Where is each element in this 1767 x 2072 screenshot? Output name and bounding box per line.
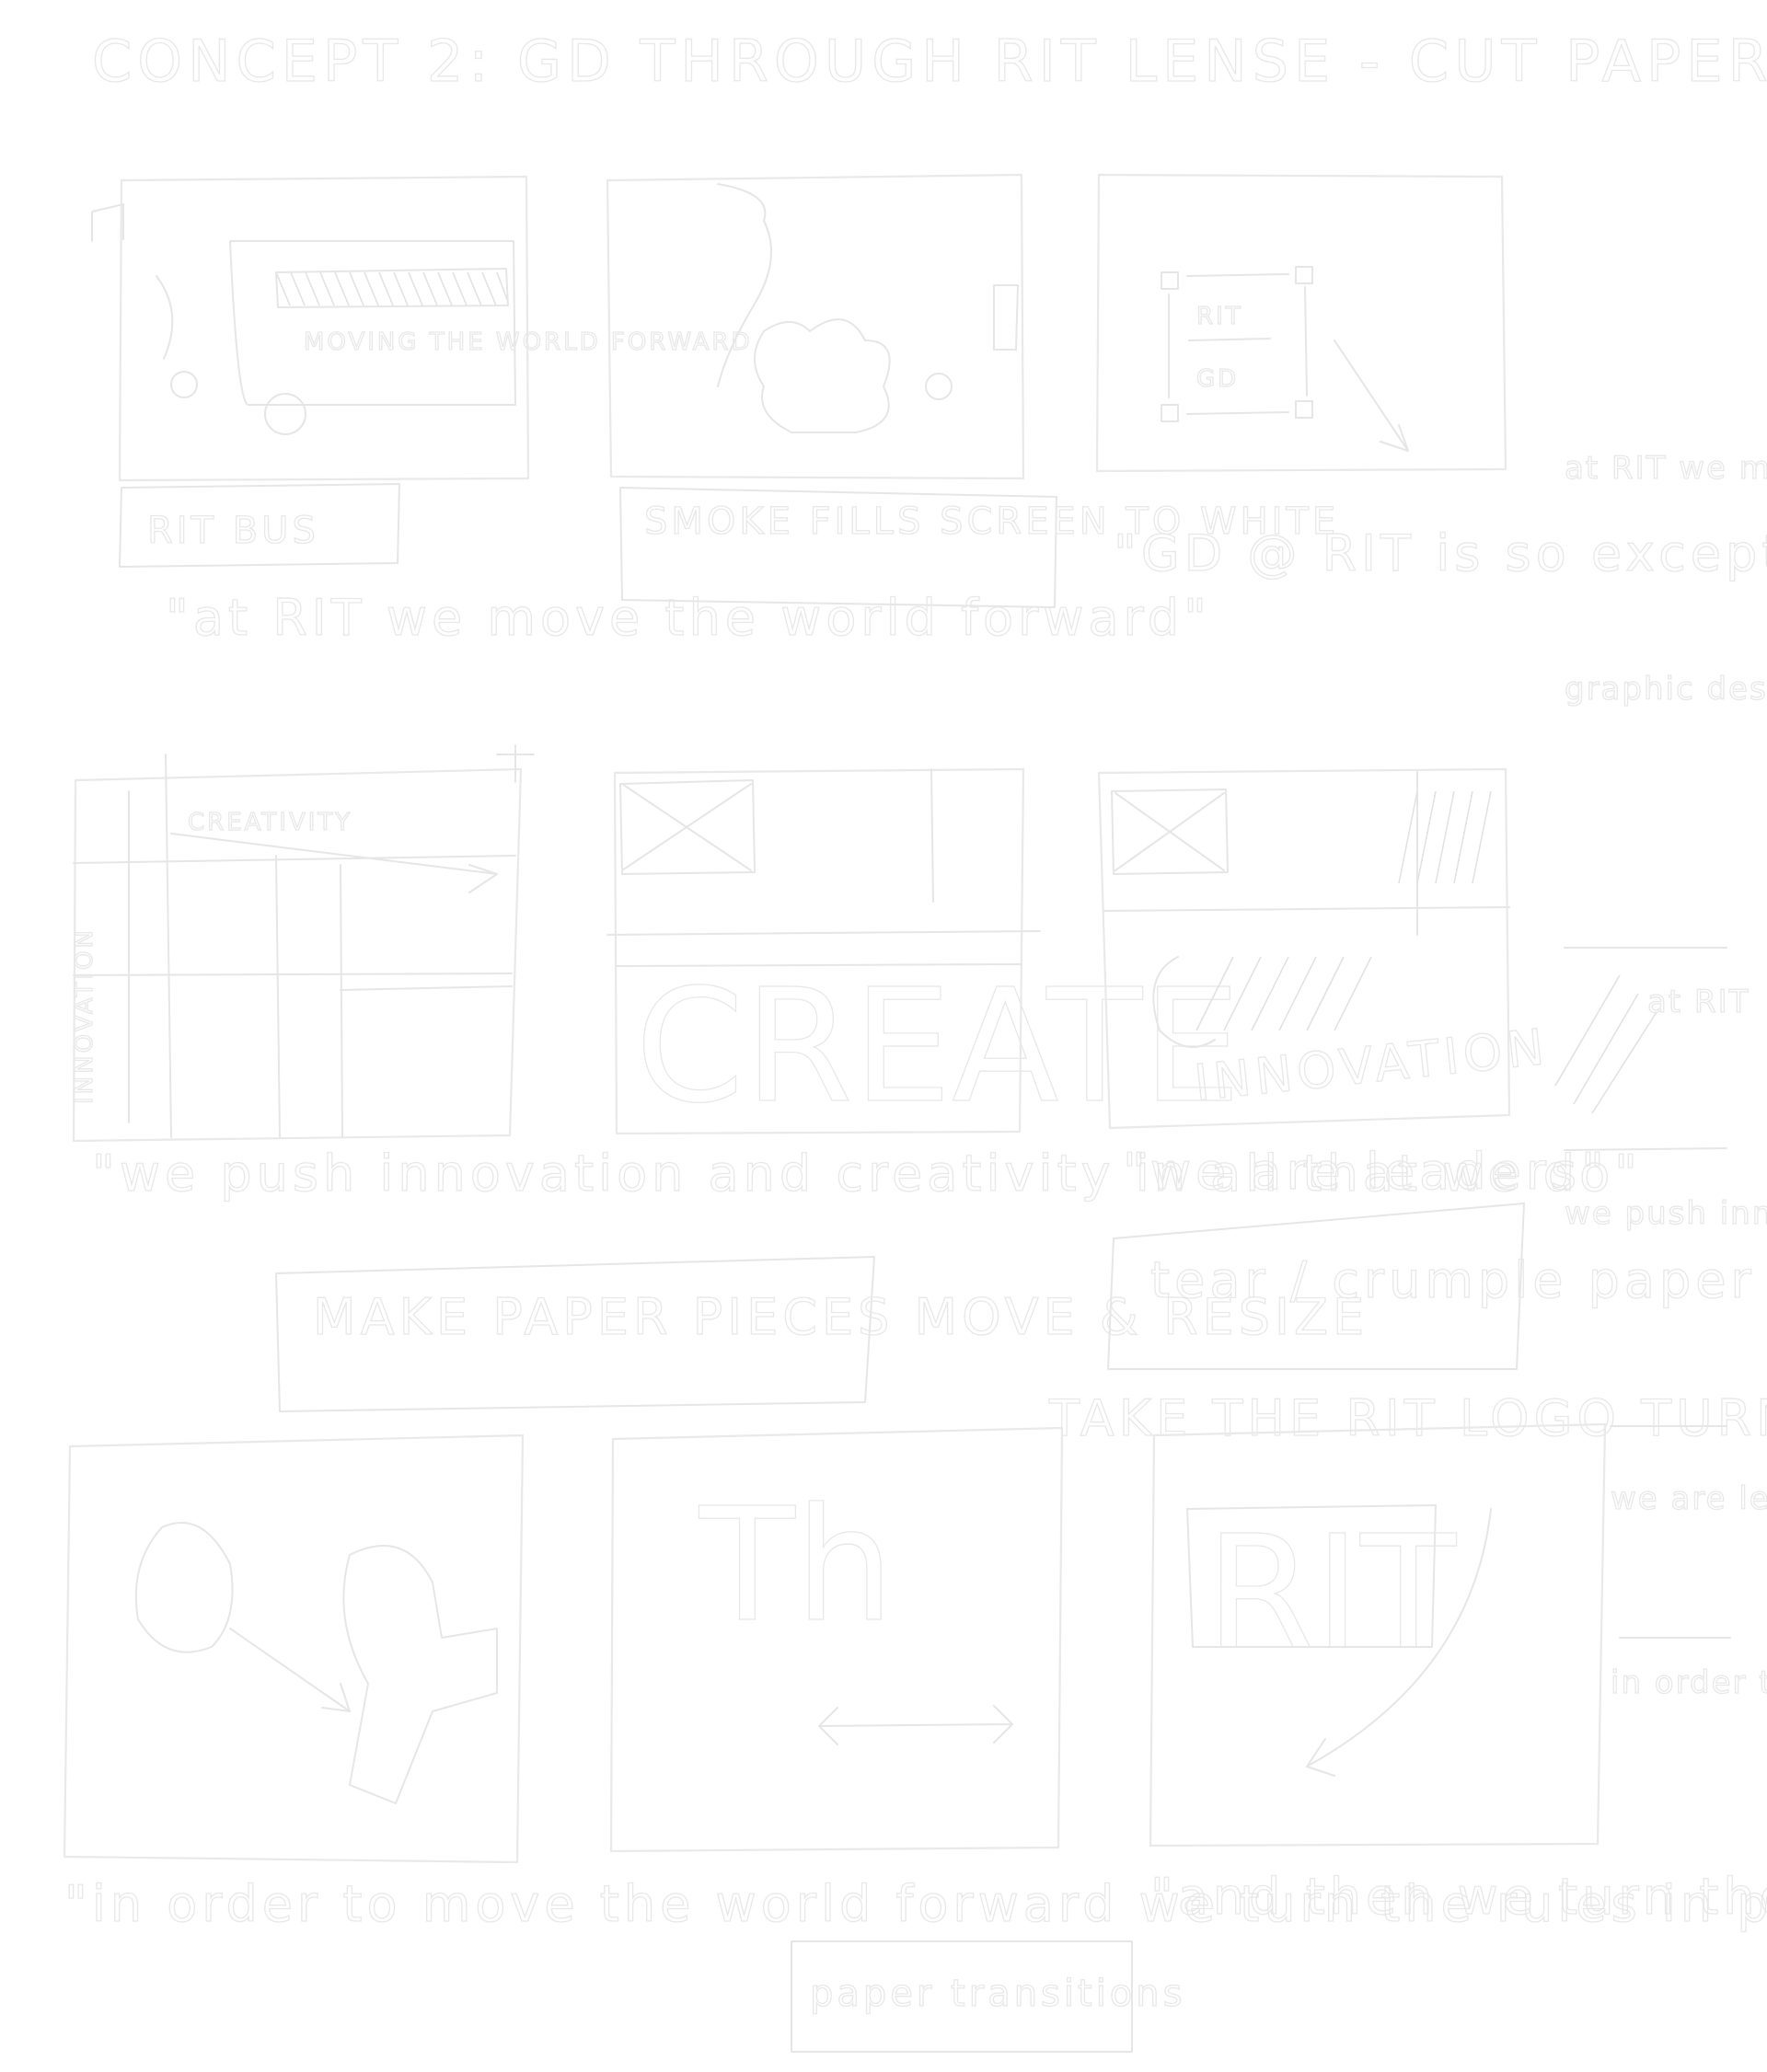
note-tear: tear / crumple paper <box>1150 1251 1756 1309</box>
note-box-smoke <box>619 487 1057 608</box>
panel-create-text: CREATE <box>635 956 1242 1138</box>
panel-gd-text: GD <box>1196 365 1239 393</box>
sidebar-note-3: at RIT <box>1647 984 1750 1020</box>
sidebar-note-1: at RIT we move the world forward <box>1565 450 1767 487</box>
caption-row1: "at RIT we move the world forward" <box>166 589 1211 647</box>
caption-row1-panel3: "GD @ RIT is so exceptional that notion" <box>1114 524 1767 582</box>
panel-innovation-vertical: INNOVATION <box>71 927 98 1104</box>
caption-row3: "in order to move the world forward we t… <box>64 1875 1767 1933</box>
panel-innovation-text: INNOVATION <box>1192 1018 1552 1112</box>
note-take-logo: TAKE THE RIT LOGO TURN IT UPSIDE DOWN <box>1048 1389 1767 1447</box>
panel-creativity-grid: CREATIVITY INNOVATION <box>70 744 535 1143</box>
caption-row3-panel3: "and then we turn those into new opportu… <box>1150 1868 1767 1926</box>
panel-rit-gd: RIT GD <box>1095 173 1507 473</box>
note-paper: MAKE PAPER PIECES MOVE & RESIZE <box>313 1288 1369 1346</box>
panel-rit-flip: RIT <box>1149 1422 1607 1848</box>
sidebar-note-5: we are leaders <box>1611 1480 1767 1517</box>
note-box-bus <box>119 483 400 568</box>
panel-create: CREATE <box>606 767 1242 1139</box>
sidebar-note-6: in order to move the world forward we tu… <box>1611 1664 1767 1701</box>
sidebar-note-4: we push innovation and creativity in all… <box>1565 1195 1767 1232</box>
panel-creativity-text: CREATIVITY <box>188 809 352 836</box>
panel-rit-text: RIT <box>1196 303 1243 330</box>
caption-row2-panel3: "we are leaders" <box>1123 1143 1609 1201</box>
panel-rit-flip-text: RIT <box>1206 1502 1457 1685</box>
panel-th: Th <box>609 1426 1064 1853</box>
note-box-bottom <box>791 1940 1133 2053</box>
note-smoke: SMOKE FILLS SCREEN TO WHITE <box>644 501 1339 543</box>
note-bottom: paper transitions <box>810 1973 1185 2015</box>
note-box-paper <box>275 1256 875 1412</box>
panel-paper-arrows <box>63 1433 525 1864</box>
note-bus: RIT BUS <box>147 510 319 552</box>
sidebar-notes: at RIT we move the world forward graphic… <box>1554 449 1767 1702</box>
bus-banner-text: MOVING THE WORLD FORWARD <box>304 328 752 356</box>
page-title: CONCEPT 2: GD THROUGH RIT LENSE - CUT PA… <box>92 28 1767 95</box>
sidebar-note-2: graphic design @ RIT is unlike a traditi… <box>1565 671 1767 708</box>
panel-th-text: Th <box>699 1475 895 1657</box>
caption-row2: "we push innovation and creativity in al… <box>92 1145 1642 1203</box>
panel-bus: MOVING THE WORLD FORWARD <box>91 175 752 482</box>
note-box-tear <box>1107 1203 1525 1370</box>
panel-smoke <box>606 173 1025 480</box>
